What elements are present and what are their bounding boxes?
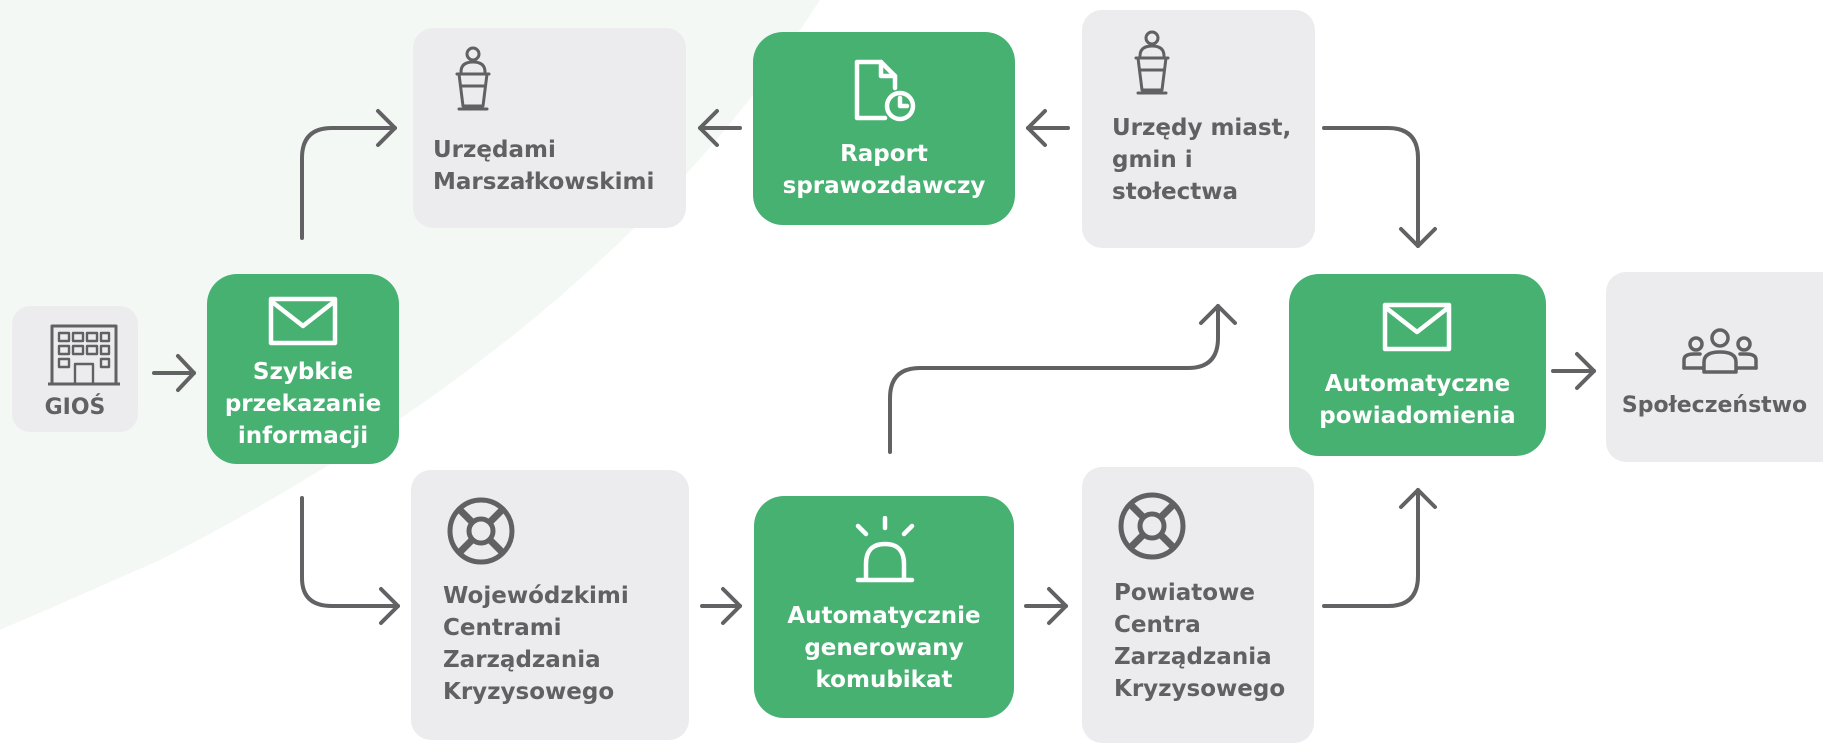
- node-spoleczenstwo: Społeczeństwo: [1606, 272, 1823, 462]
- powiatowe-label: Powiatowe Centra Zarządzania Kryzysowego: [1114, 580, 1286, 702]
- node-automatyczne-powiadomienia: Automatyczne powiadomienia: [1289, 274, 1546, 456]
- document-chart-icon: [853, 58, 917, 124]
- gios-label: GIOŚ: [44, 395, 106, 420]
- building-icon: [47, 322, 121, 388]
- node-szybkie-przekazanie: Szybkie przekazanie informacji: [207, 274, 399, 464]
- alarm-light-icon: [850, 516, 920, 588]
- node-powiatowe-centra: Powiatowe Centra Zarządzania Kryzysowego: [1082, 467, 1314, 743]
- envelope-icon: [1382, 302, 1452, 352]
- node-raport-sprawozdawczy: Raport sprawozdawczy: [753, 32, 1015, 225]
- lifebuoy-icon: [446, 496, 516, 566]
- raport-label: Raport sprawozdawczy: [782, 141, 986, 199]
- speaker-podium-icon: [1132, 30, 1172, 96]
- node-gios: GIOŚ: [12, 306, 138, 432]
- urzedy-label: Urzędy miast, gmin i stołectwa: [1112, 115, 1292, 205]
- spoleczenstwo-label: Społeczeństwo: [1621, 393, 1808, 418]
- node-wojewodzkimi-centrami: Wojewódzkimi Centrami Zarządzania Kryzys…: [411, 470, 689, 740]
- envelope-icon: [268, 296, 338, 346]
- node-urzedami-marszalkowskimi: Urzędami Marszałkowskimi: [413, 28, 686, 228]
- node-urzedy-miast: Urzędy miast, gmin i stołectwa: [1082, 10, 1315, 248]
- komunikat-label: Automatycznie generowany komubikat: [787, 603, 981, 693]
- powiadomienia-label: Automatyczne powiadomienia: [1319, 371, 1516, 429]
- speaker-podium-icon: [453, 46, 493, 112]
- urzedami-label: Urzędami Marszałkowskimi: [433, 137, 655, 195]
- szybkie-label: Szybkie przekazanie informacji: [224, 359, 382, 449]
- wojewodzkimi-label: Wojewódzkimi Centrami Zarządzania Kryzys…: [443, 583, 629, 705]
- people-group-icon: [1682, 328, 1758, 376]
- lifebuoy-icon: [1117, 491, 1187, 561]
- node-automatycznie-generowany-komunikat: Automatycznie generowany komubikat: [754, 496, 1014, 718]
